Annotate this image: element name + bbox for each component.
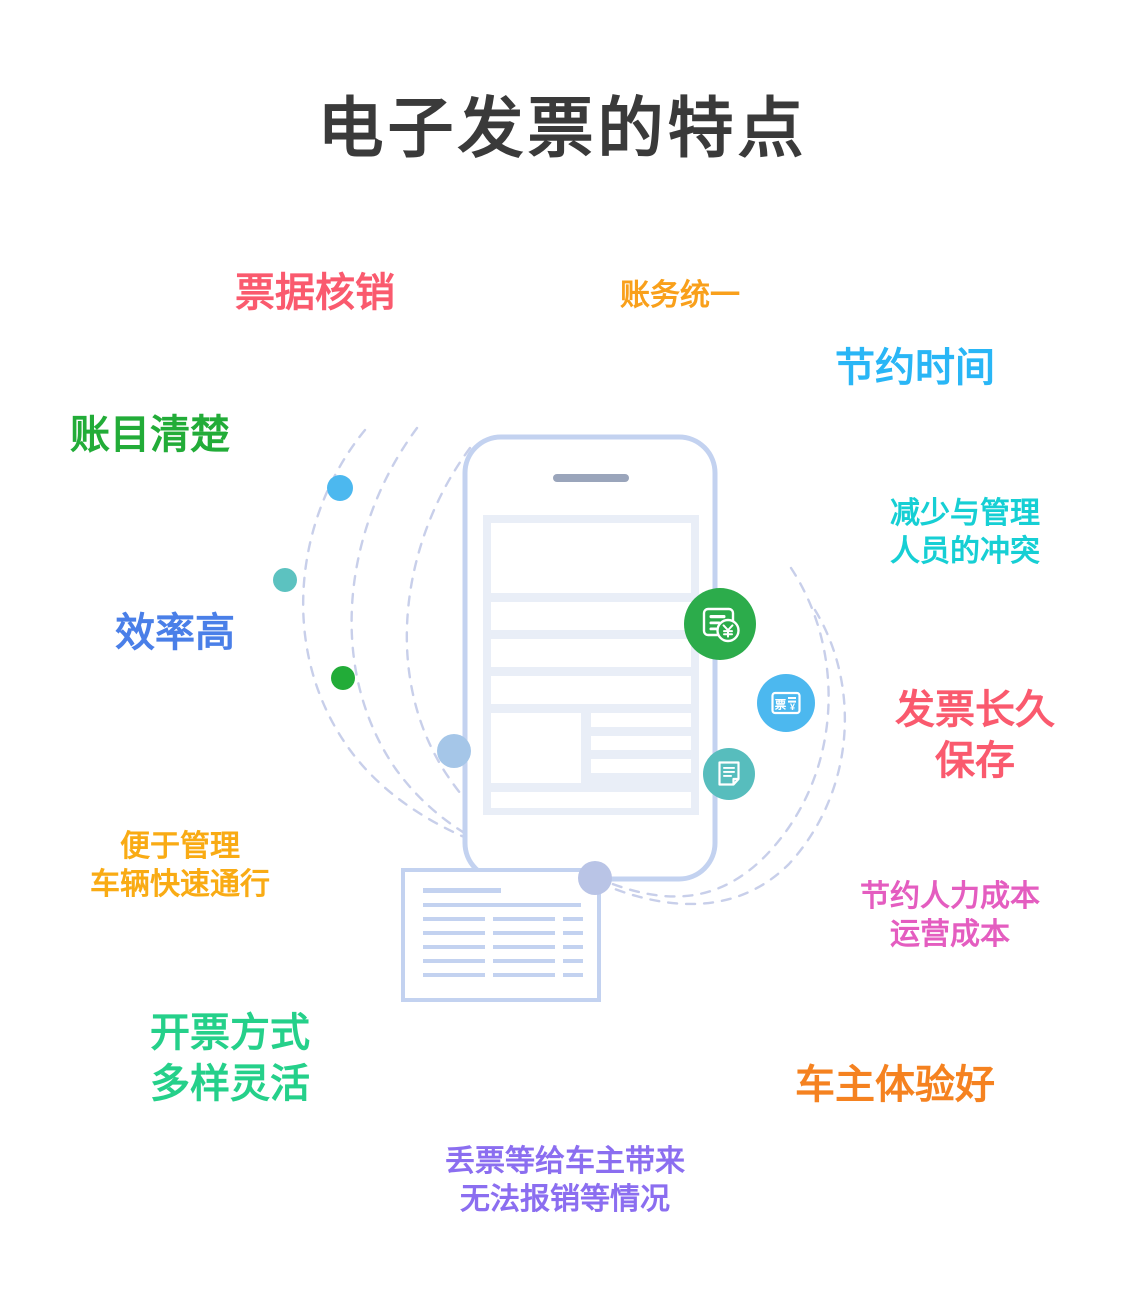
dot-teal: [273, 568, 297, 592]
ticket-yen-icon: 票 ¥: [768, 685, 804, 721]
keyword-xiaolv-gao: 效率高: [115, 611, 235, 655]
keyword-piaoju-hexiao: 票据核销: [235, 271, 395, 315]
keyword-kaipiao-fangshi: 开票方式 多样灵活: [150, 1011, 310, 1107]
dot-lightblue: [437, 734, 471, 768]
ticket-yen-badge[interactable]: 票 ¥: [757, 674, 815, 732]
invoice-yen-badge[interactable]: [684, 588, 756, 660]
dot-periwinkle: [578, 861, 612, 895]
keyword-zhangmu-qingchu: 账目清楚: [70, 413, 230, 457]
svg-text:¥: ¥: [790, 702, 795, 712]
keyword-diupiao-qingkuang: 丢票等给车主带来 无法报销等情况: [445, 1145, 685, 1217]
invoice-yen-icon: [698, 602, 742, 646]
invoice-document: [401, 868, 601, 1002]
keyword-fapiao-baocun: 发票长久 保存: [895, 688, 1055, 784]
document-icon: [713, 758, 745, 790]
keyword-zhangwu-tongyi: 账务统一: [620, 279, 740, 312]
keyword-jianshao-chongtu: 减少与管理 人员的冲突: [890, 497, 1040, 569]
dot-green: [331, 666, 355, 690]
dot-blue: [327, 475, 353, 501]
dashed-arc-right-group: [605, 566, 847, 906]
phone-speaker: [553, 474, 629, 482]
phone-screen-content: [483, 515, 699, 815]
document-badge[interactable]: [703, 748, 755, 800]
keyword-bianyu-guanli: 便于管理 车辆快速通行: [90, 830, 270, 902]
svg-text:票: 票: [775, 698, 787, 711]
keyword-jieyue-shijian: 节约时间: [835, 346, 995, 390]
keyword-jieyue-chengben: 节约人力成本 运营成本: [860, 880, 1040, 952]
page-title: 电子发票的特点: [317, 91, 808, 165]
keyword-chezhu-tiyan: 车主体验好: [795, 1063, 995, 1107]
